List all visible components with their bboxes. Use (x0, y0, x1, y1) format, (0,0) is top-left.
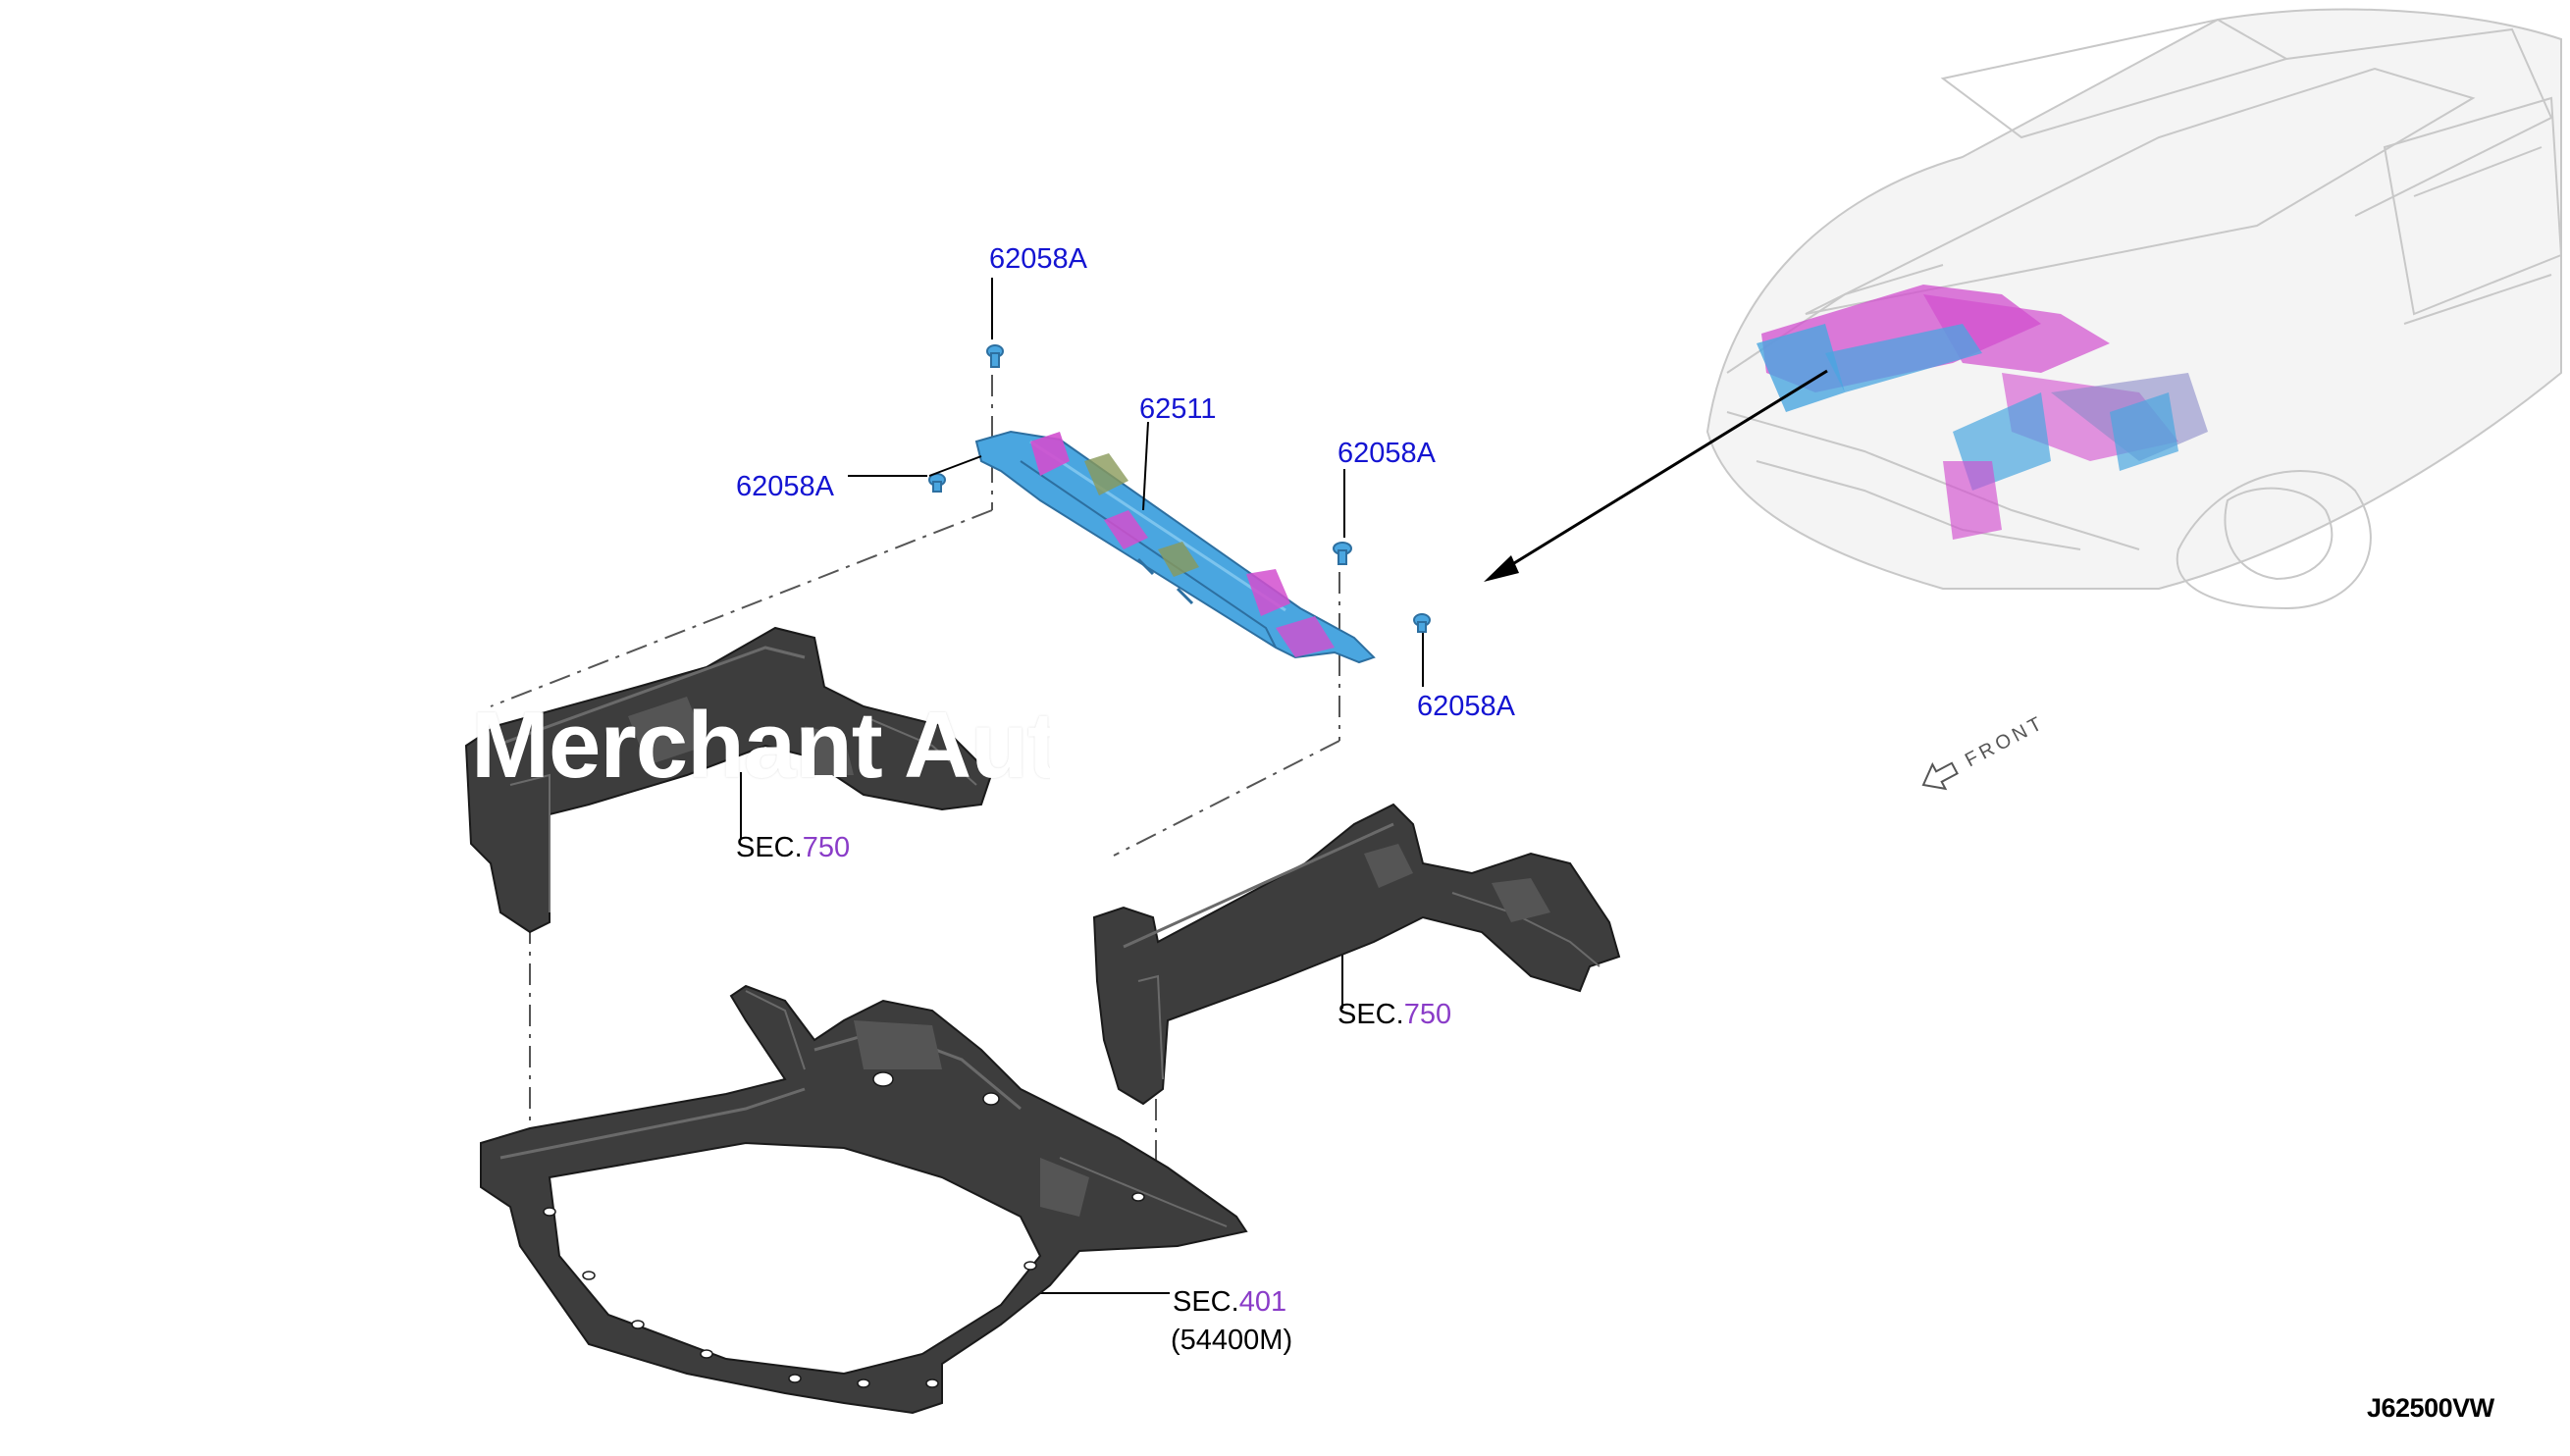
right-side-rail (1092, 803, 1621, 1106)
left-side-rail (464, 626, 993, 934)
part-number-62058a-right-upper: 62058A (1337, 438, 1436, 469)
part-number-62511: 62511 (1139, 393, 1217, 425)
section-ref-subframe[interactable]: SEC.401 (1173, 1288, 1286, 1317)
front-direction-indicator: FRONT (1921, 711, 2049, 791)
vehicle-frame-highlight (1757, 285, 2208, 540)
section-number: 401 (1238, 1286, 1287, 1318)
section-prefix: SEC. (1173, 1286, 1239, 1318)
front-label: FRONT (1962, 711, 2049, 771)
locator-arrow (1484, 369, 1828, 582)
bolts-62058A (928, 344, 1431, 633)
part-number-62058a-right-lower: 62058A (1417, 691, 1515, 722)
callout-member-62511[interactable]: 62511 (1139, 395, 1217, 424)
front-subframe (480, 984, 1248, 1415)
callout-bolt-right-lower[interactable]: 62058A (1417, 693, 1515, 721)
callout-bolt-top[interactable]: 62058A (989, 245, 1087, 274)
section-prefix: SEC. (736, 832, 803, 863)
part-number-62058a-left: 62058A (736, 471, 834, 502)
callout-leaders (740, 278, 1424, 1294)
subframe-part-number: (54400M) (1171, 1325, 1293, 1356)
section-prefix: SEC. (1337, 999, 1404, 1030)
section-number: 750 (1403, 999, 1452, 1030)
callout-bolt-right-upper[interactable]: 62058A (1337, 440, 1436, 468)
vehicle-locator (1705, 8, 2563, 610)
cross-member-62511 (974, 430, 1376, 664)
subframe-part-ref[interactable]: (54400M) (1171, 1326, 1292, 1355)
callout-bolt-left[interactable]: 62058A (736, 473, 834, 501)
section-ref-right-rail[interactable]: SEC.750 (1337, 1001, 1451, 1029)
section-number: 750 (802, 832, 851, 863)
diagram-code: J62500VW (2367, 1393, 2494, 1423)
part-number-62058a-top: 62058A (989, 243, 1087, 275)
section-ref-left-rail[interactable]: SEC.750 (736, 834, 850, 862)
